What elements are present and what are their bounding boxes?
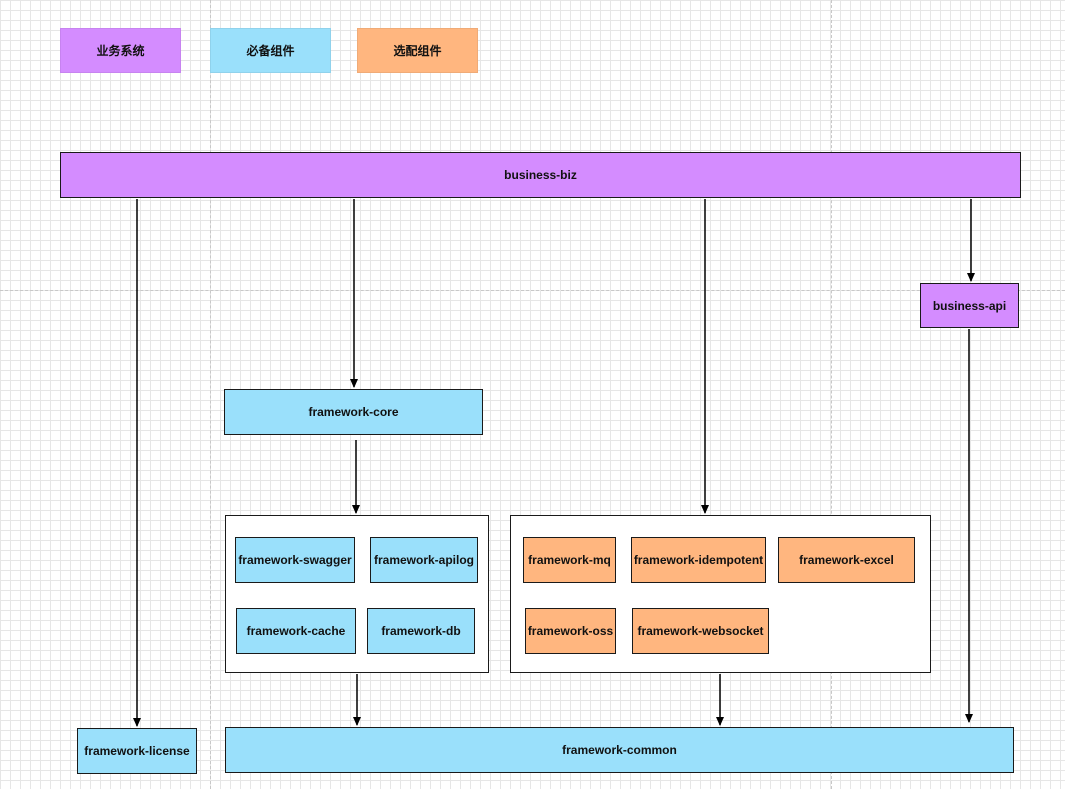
framework-mq-node[interactable]: framework-mq xyxy=(523,537,616,583)
framework-common-node[interactable]: framework-common xyxy=(225,727,1014,773)
framework-common-label: framework-common xyxy=(562,743,677,757)
framework-license-label: framework-license xyxy=(84,744,190,758)
business-api-label: business-api xyxy=(932,298,1007,313)
legend-business-system-label: 业务系统 xyxy=(96,44,145,58)
framework-mq-label: framework-mq xyxy=(528,553,611,567)
framework-oss-label: framework-oss xyxy=(527,624,614,638)
framework-oss-node[interactable]: framework-oss xyxy=(525,608,616,654)
legend-optional-components[interactable]: 选配组件 xyxy=(357,28,478,73)
business-api-node[interactable]: business-api xyxy=(920,283,1019,328)
framework-websocket-node[interactable]: framework-websocket xyxy=(632,608,769,654)
framework-db-label: framework-db xyxy=(381,624,461,638)
framework-db-node[interactable]: framework-db xyxy=(367,608,475,654)
framework-cache-node[interactable]: framework-cache xyxy=(236,608,356,654)
framework-idempotent-node[interactable]: framework-idempotent xyxy=(631,537,766,583)
framework-excel-node[interactable]: framework-excel xyxy=(778,537,915,583)
business-biz-node[interactable]: business-biz xyxy=(60,152,1021,198)
framework-excel-label: framework-excel xyxy=(799,553,894,567)
legend-required-components-label: 必备组件 xyxy=(246,44,295,58)
framework-websocket-label: framework-websocket xyxy=(637,624,764,638)
legend-required-components[interactable]: 必备组件 xyxy=(210,28,331,73)
framework-core-node[interactable]: framework-core xyxy=(224,389,483,435)
legend-business-system[interactable]: 业务系统 xyxy=(60,28,181,73)
framework-cache-label: framework-cache xyxy=(246,624,346,638)
guide-line-horizontal xyxy=(0,290,1065,291)
framework-license-node[interactable]: framework-license xyxy=(77,728,197,774)
guide-line-vertical xyxy=(210,0,211,789)
framework-apilog-node[interactable]: framework-apilog xyxy=(370,537,478,583)
framework-idempotent-label: framework-idempotent xyxy=(633,553,764,567)
framework-swagger-label: framework-swagger xyxy=(238,553,352,567)
framework-core-label: framework-core xyxy=(308,405,399,419)
legend-optional-components-label: 选配组件 xyxy=(393,44,442,58)
framework-apilog-label: framework-apilog xyxy=(373,553,475,567)
business-biz-label: business-biz xyxy=(504,168,577,182)
framework-swagger-node[interactable]: framework-swagger xyxy=(235,537,355,583)
